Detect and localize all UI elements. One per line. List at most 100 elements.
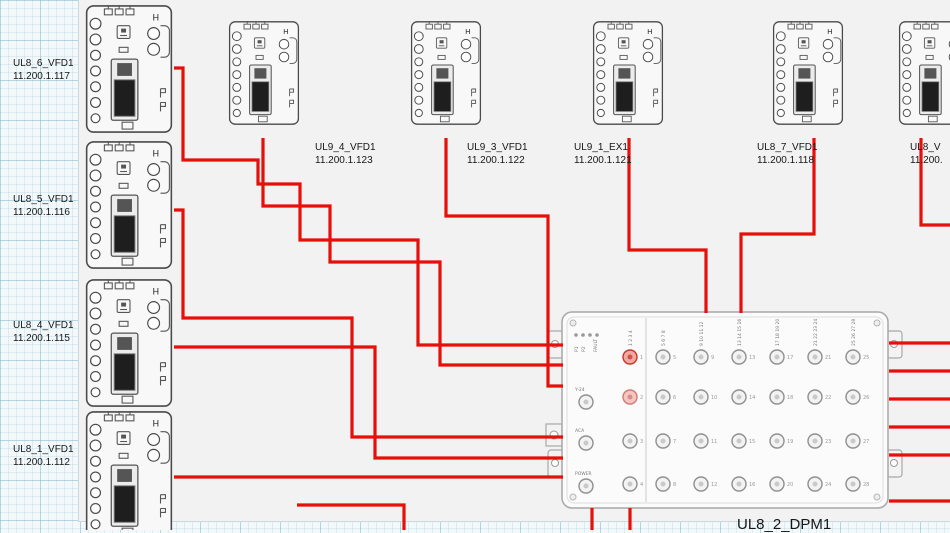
dpm-side-port-label: POWER — [575, 471, 592, 477]
dpm-port-pin — [698, 354, 704, 360]
dpm-side-port-pin — [583, 440, 589, 446]
dpm-port-pin — [660, 394, 666, 400]
dpm-side-port-label: Y-24 — [574, 387, 585, 393]
dpm-screw — [569, 319, 577, 327]
dpm-port-number: 18 — [787, 395, 793, 401]
cables-layer — [174, 66, 950, 530]
device-ul8-6-vfd1[interactable] — [85, 4, 173, 133]
dpm-port-number: 1 — [640, 355, 643, 361]
dpm-port-number: 5 — [673, 355, 676, 361]
dpm-indicator-led — [581, 333, 585, 337]
dpm-column-header: 13 14 15 16 — [737, 319, 743, 346]
dpm-mount-hole — [890, 459, 898, 467]
dpm-port-pin — [850, 438, 856, 444]
dpm-port-pin — [660, 438, 666, 444]
dpm-port-number: 27 — [863, 439, 869, 445]
dpm-indicator-label: P1 — [574, 346, 580, 352]
dpm-port-number: 20 — [787, 482, 793, 488]
dpm-port-pin — [850, 354, 856, 360]
dpm-screw — [873, 319, 881, 327]
dpm-port-number: 2 — [640, 395, 643, 401]
dpm-indicator-label: FAULT — [593, 339, 599, 352]
dpm-port-number: 13 — [749, 355, 755, 361]
dpm-port-pin — [627, 438, 633, 444]
dpm-port-number: 23 — [825, 439, 831, 445]
dpm-port-pin — [850, 481, 856, 487]
device-ul9-3-vfd1[interactable] — [410, 20, 482, 125]
cable-7[interactable] — [174, 208, 563, 439]
dpm-port-pin — [736, 481, 742, 487]
dpm-port-number: 10 — [711, 395, 717, 401]
device-ul8-5-vfd1[interactable] — [85, 140, 173, 269]
dpm-port-pin — [627, 481, 633, 487]
dpm-port-pin — [736, 438, 742, 444]
dpm-port-number: 4 — [640, 482, 643, 488]
dpm-screw — [873, 493, 881, 501]
dpm-side-port-label: ACA — [575, 428, 585, 434]
dpm-port-pin — [698, 438, 704, 444]
dpm-port-number: 25 — [863, 355, 869, 361]
dpm-mount-hole — [551, 459, 559, 467]
device-ul9-1-ex1[interactable] — [592, 20, 664, 125]
dpm-port-pin — [698, 481, 704, 487]
dpm-port-pin — [812, 394, 818, 400]
dpm-port-number: 16 — [749, 482, 755, 488]
dpm-column-header: 17 18 19 20 — [775, 319, 781, 346]
dpm-indicator-led — [595, 333, 599, 337]
dpm-port-number: 12 — [711, 482, 717, 488]
dpm-port-number: 6 — [673, 395, 676, 401]
dpm-port-number: 26 — [863, 395, 869, 401]
device-ul8-4-vfd1[interactable] — [85, 278, 173, 407]
dpm-port-pin — [774, 481, 780, 487]
dpm-port-pin — [736, 394, 742, 400]
dpm-port-number: 28 — [863, 482, 869, 488]
device-ul8-7-vfd1[interactable] — [772, 20, 844, 125]
device-ul8-v-partial[interactable] — [898, 20, 950, 125]
cable-5[interactable] — [739, 138, 816, 313]
dpm-port-pin — [812, 438, 818, 444]
device-ul8-1-vfd1[interactable] — [85, 410, 173, 530]
dpm-column-header: 1 2 3 4 — [628, 330, 634, 346]
dpm-port-pin — [850, 394, 856, 400]
dpm-port-pin — [627, 394, 633, 400]
dpm-indicator-led — [588, 333, 592, 337]
dpm-column-header: 5 6 7 8 — [661, 330, 667, 346]
cable-2[interactable] — [261, 138, 563, 367]
dpm-column-header: 21 22 23 24 — [813, 319, 819, 346]
dpm-body[interactable] — [561, 311, 889, 509]
dpm-port-pin — [774, 394, 780, 400]
dpm-port-number: 9 — [711, 355, 714, 361]
dpm-port-number: 11 — [711, 439, 717, 445]
dpm-screw — [569, 493, 577, 501]
dpm-port-pin — [812, 354, 818, 360]
cable-4[interactable] — [627, 138, 708, 313]
dpm-port-pin — [660, 481, 666, 487]
dpm-port-number: 19 — [787, 439, 793, 445]
cable-3[interactable] — [444, 138, 563, 388]
dpm-port-pin — [627, 354, 633, 360]
dpm-column-header: 9 10 11 12 — [699, 322, 705, 346]
dpm-port-number: 14 — [749, 395, 755, 401]
dpm-port-pin — [736, 354, 742, 360]
dpm-port-pin — [698, 394, 704, 400]
dpm-port-number: 24 — [825, 482, 831, 488]
dpm-port-number: 15 — [749, 439, 755, 445]
dpm-port-number: 21 — [825, 355, 831, 361]
dpm-inner-frame — [566, 316, 884, 504]
dpm-port-pin — [774, 354, 780, 360]
cable-1[interactable] — [174, 66, 563, 347]
cable-8[interactable] — [174, 345, 563, 460]
cable-6[interactable] — [919, 138, 950, 227]
dpm-port-number: 17 — [787, 355, 793, 361]
dpm-port-pin — [774, 438, 780, 444]
dpm-column-header: 25 26 27 28 — [851, 319, 857, 346]
dpm-port-number: 3 — [640, 439, 643, 445]
dpm-port-number: 7 — [673, 439, 676, 445]
dpm-port-number: 8 — [673, 482, 676, 488]
dpm-port-number: 22 — [825, 395, 831, 401]
dpm-indicator-label: P2 — [581, 346, 587, 352]
cable-10[interactable] — [297, 503, 406, 530]
device-ul9-4-vfd1[interactable] — [228, 20, 300, 125]
dpm-side-port-pin — [583, 399, 589, 405]
